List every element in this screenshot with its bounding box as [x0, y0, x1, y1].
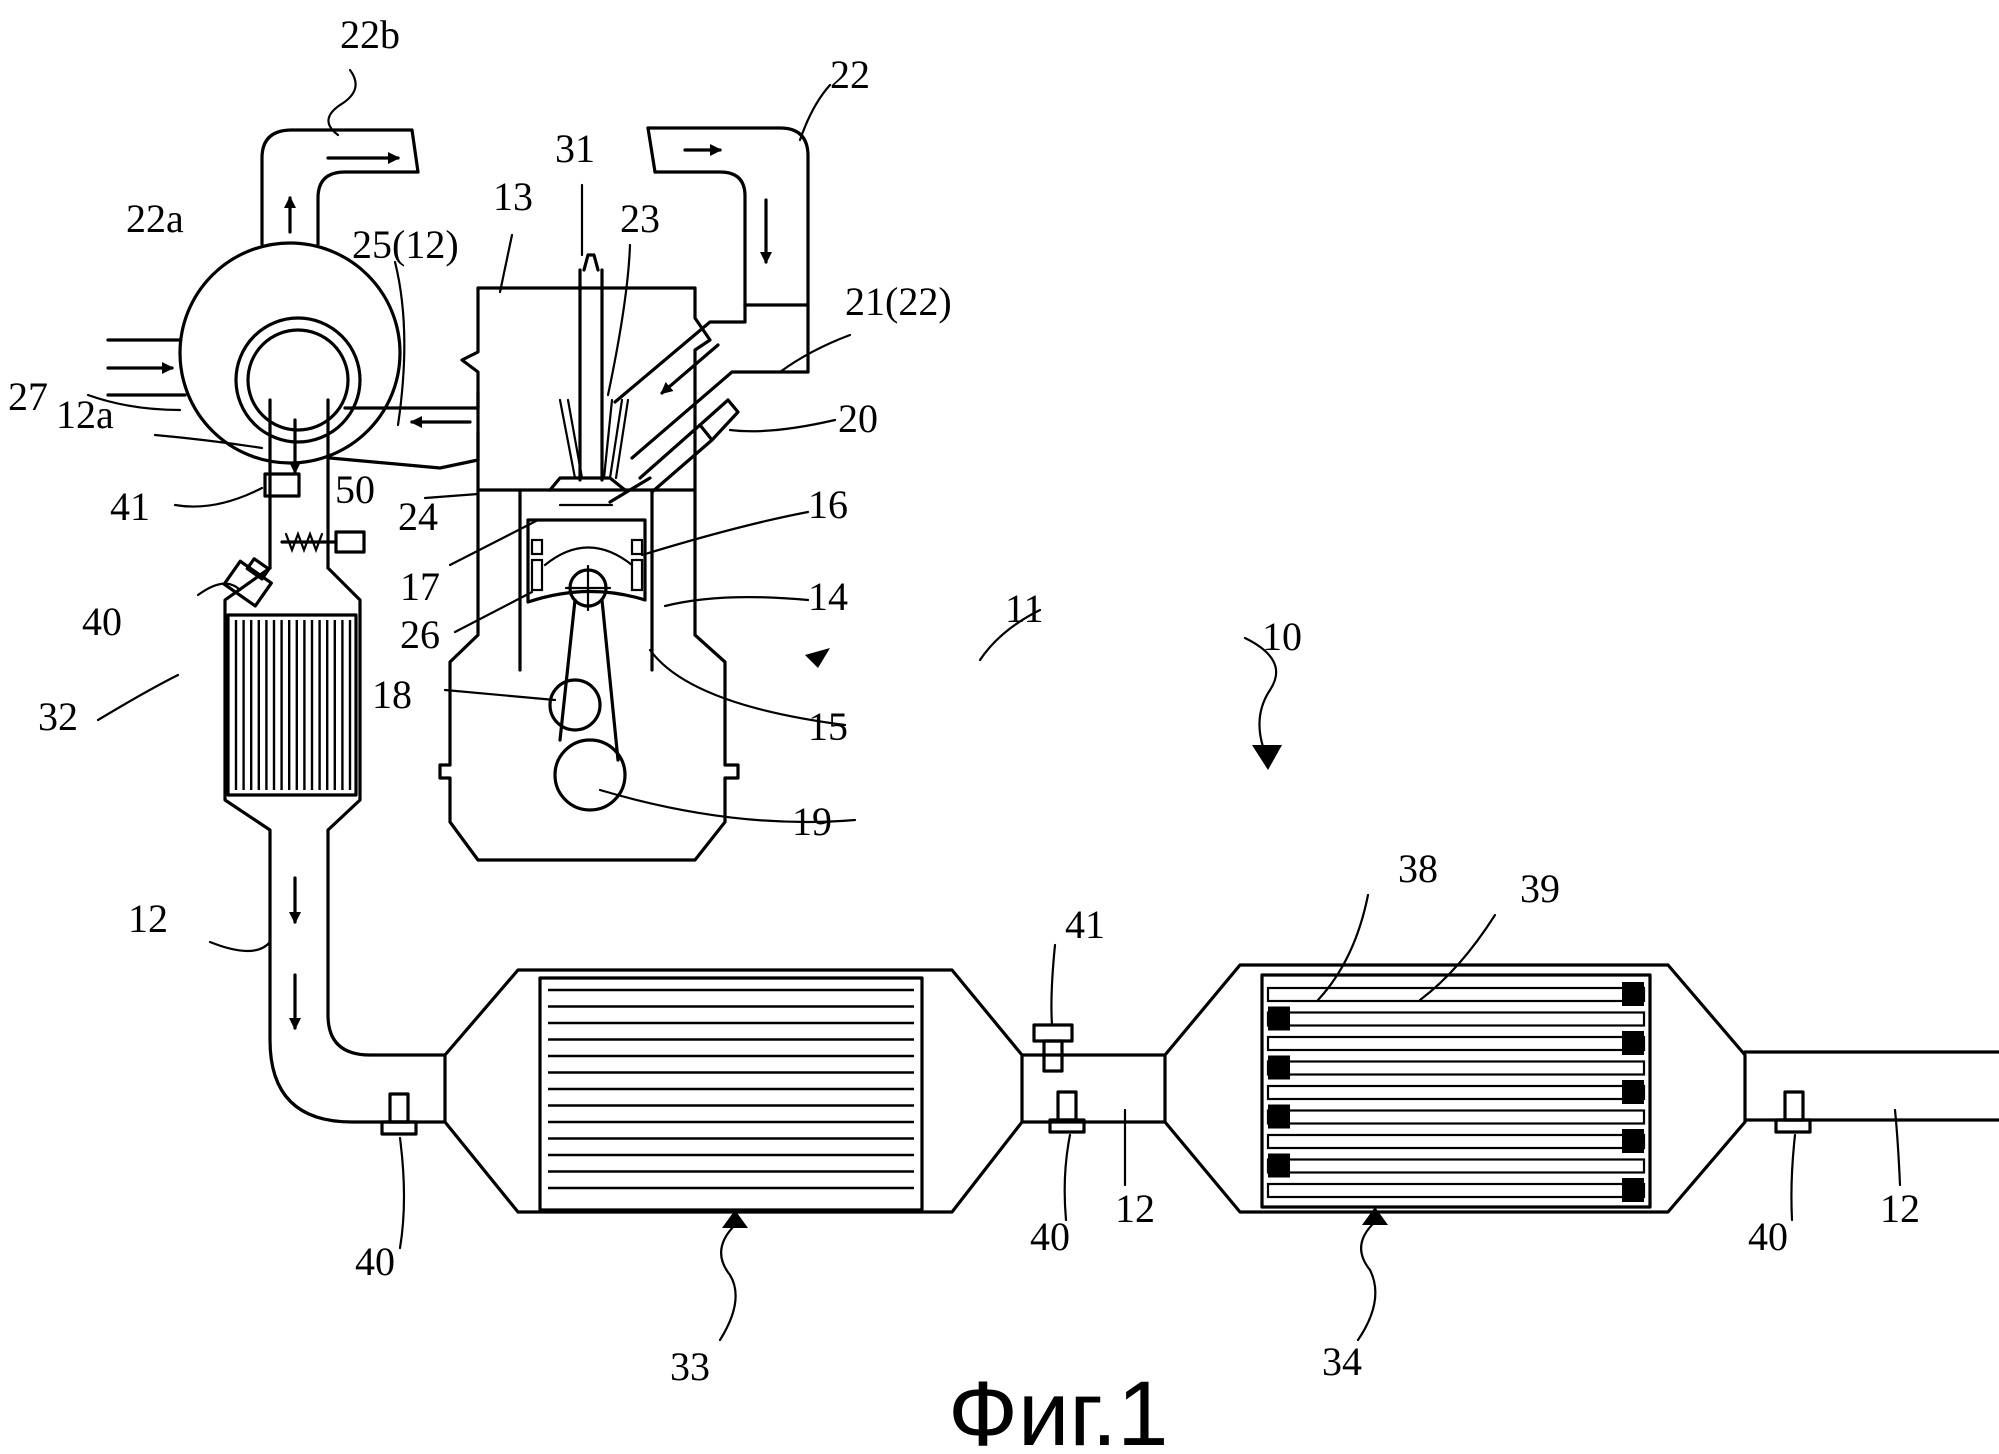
filter-34-cells: [1268, 982, 1644, 1202]
intake-pipe-22: [648, 128, 808, 305]
filter-34-channel: [1268, 1086, 1644, 1099]
label-41-upper: 41: [110, 484, 150, 529]
label-39: 39: [1520, 866, 1560, 911]
label-26: 26: [400, 612, 440, 657]
label-40-middle: 40: [1030, 1214, 1070, 1259]
filter-34-plug: [1268, 1105, 1290, 1129]
label-31: 31: [555, 126, 595, 171]
turbocharger: [108, 130, 418, 463]
filter-34-channel: [1268, 1013, 1644, 1026]
label-38: 38: [1398, 846, 1438, 891]
label-18: 18: [372, 672, 412, 717]
label-27: 27: [8, 374, 48, 419]
exhaust-manifold-25: [330, 392, 478, 468]
label-11: 11: [1005, 586, 1044, 631]
label-40-right: 40: [1748, 1214, 1788, 1259]
filter-34-plug: [1622, 1031, 1644, 1055]
label-17: 17: [400, 564, 440, 609]
sensor-40-left: [382, 1094, 416, 1134]
sensor-40-middle: [1050, 1092, 1084, 1132]
label-16: 16: [808, 482, 848, 527]
filter-34-plug: [1622, 1129, 1644, 1153]
label-32: 32: [38, 694, 78, 739]
label-10: 10: [1262, 614, 1302, 659]
label-34: 34: [1322, 1339, 1362, 1384]
pipe-12-outlet: [1745, 1052, 1999, 1120]
label-21-22: 21(22): [845, 279, 952, 324]
label-33: 33: [670, 1344, 710, 1389]
filter-34-plug: [1622, 982, 1644, 1006]
label-40-left: 40: [355, 1239, 395, 1284]
engine-11: [440, 255, 738, 860]
label-12-outlet: 12: [1880, 1186, 1920, 1231]
label-12a: 12a: [56, 392, 114, 437]
filter-34-plug: [1622, 1080, 1644, 1104]
label-22a: 22a: [126, 196, 184, 241]
label-24: 24: [398, 494, 438, 539]
label-12-left: 12: [128, 896, 168, 941]
intake-manifold-21: [615, 305, 808, 458]
filter-34-plug: [1268, 1056, 1290, 1080]
filter-34-channel: [1268, 1160, 1644, 1173]
label-12-middle: 12: [1115, 1186, 1155, 1231]
filter-34-channel: [1268, 1135, 1644, 1148]
label-19: 19: [792, 799, 832, 844]
label-25-12: 25(12): [352, 222, 459, 267]
catalyst-33-plates: [548, 990, 914, 1188]
catalyst-32-cells: [236, 620, 350, 790]
sensor-50: [282, 532, 364, 552]
label-13: 13: [493, 174, 533, 219]
sensor-41-middle: [1034, 1025, 1072, 1071]
label-50: 50: [335, 467, 375, 512]
label-14: 14: [808, 574, 848, 619]
label-40-angled: 40: [82, 599, 122, 644]
sensor-40-right: [1776, 1092, 1810, 1132]
label-15: 15: [808, 704, 848, 749]
label-22: 22: [830, 52, 870, 97]
figure-caption: Фиг.1: [948, 1363, 1168, 1454]
label-22b: 22b: [340, 12, 400, 57]
filter-34-channel: [1268, 988, 1644, 1001]
filter-34-channel: [1268, 1111, 1644, 1124]
filter-34-channel: [1268, 1037, 1644, 1050]
label-41-middle: 41: [1065, 902, 1105, 947]
filter-34-plug: [1622, 1178, 1644, 1202]
label-23: 23: [620, 196, 660, 241]
filter-34-channel: [1268, 1062, 1644, 1075]
filter-34-channel: [1268, 1184, 1644, 1197]
filter-34-plug: [1268, 1007, 1290, 1031]
filter-34-plug: [1268, 1154, 1290, 1178]
label-20: 20: [838, 396, 878, 441]
